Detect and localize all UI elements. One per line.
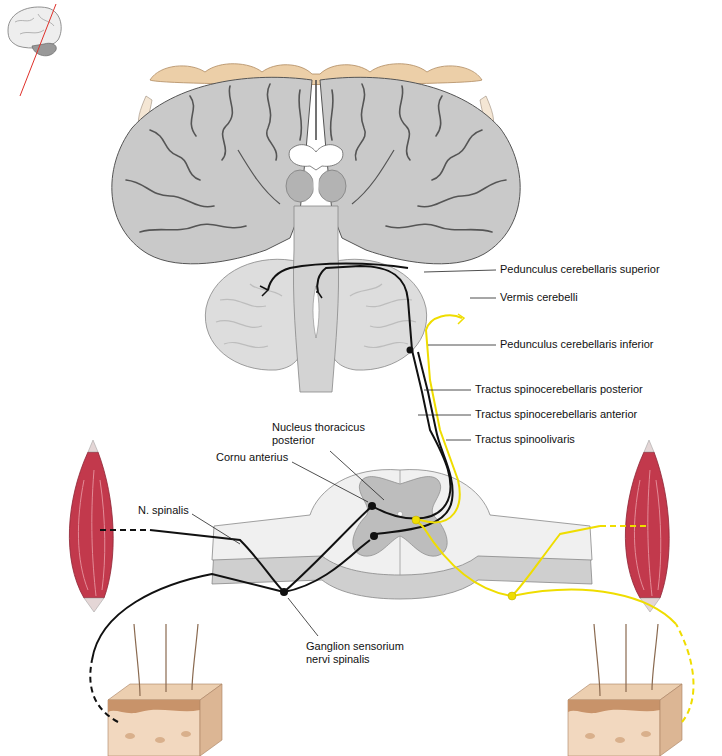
muscle — [84, 440, 104, 612]
yellow-pathway — [512, 526, 600, 596]
black-pathway-dots — [368, 502, 376, 510]
black-pathway — [100, 529, 150, 531]
part-label: Nucleus thoracicus posterior — [272, 421, 378, 447]
yellow-pathway — [512, 590, 676, 624]
part-label: Tractus spinoolivaris — [475, 433, 575, 446]
part-label: Ganglion sensorium nervi spinalis — [306, 640, 418, 666]
skin-block — [155, 737, 165, 743]
leader-line — [330, 451, 384, 500]
muscle — [78, 470, 104, 596]
cerebellum — [293, 206, 338, 392]
orientation-icon — [32, 43, 56, 56]
black-pathway — [317, 266, 412, 350]
part-label: N. spinalis — [138, 504, 189, 517]
cerebrum — [112, 77, 312, 264]
part-label: Tractus spinocerebellaris posterior — [475, 383, 643, 396]
yellow-pathway-dots — [508, 592, 516, 600]
cerebrum — [289, 145, 343, 170]
muscle — [69, 452, 113, 598]
skin-block — [108, 624, 222, 756]
black-pathway-dots — [407, 347, 414, 354]
yellow-pathway — [458, 314, 464, 324]
cerebrum — [318, 170, 346, 202]
part-label: Vermis cerebelli — [500, 291, 578, 304]
skin-block — [134, 624, 198, 696]
cerebrum — [126, 84, 302, 232]
leader-line — [446, 440, 471, 441]
spinal-cord — [400, 470, 401, 575]
orientation-icon — [20, 4, 56, 96]
yellow-pathway — [676, 624, 693, 722]
leader-line — [424, 270, 496, 272]
skin-block — [200, 684, 222, 756]
part-label: Cornu anterius — [216, 451, 288, 464]
muscle — [69, 440, 669, 612]
black-pathway — [92, 574, 284, 660]
cerebrum — [286, 170, 314, 202]
skin-block — [108, 700, 200, 756]
cerebellum — [216, 284, 416, 348]
spinal-cord — [212, 470, 592, 575]
yellow-pathway — [600, 525, 646, 527]
leader-line — [428, 345, 496, 346]
black-pathway — [90, 660, 118, 722]
black-pathway-dots — [280, 588, 288, 596]
black-pathway — [372, 350, 451, 519]
black-pathway-dots — [280, 347, 414, 597]
cerebellum — [205, 206, 426, 392]
black-pathway-dots — [370, 532, 378, 540]
skin-block — [108, 700, 200, 713]
cerebrum — [238, 150, 280, 204]
black-pathway — [376, 352, 453, 534]
muscle — [634, 470, 660, 596]
skin-block — [181, 731, 191, 737]
orientation-icon — [8, 7, 61, 48]
orientation-icon — [8, 4, 61, 96]
yellow-pathway — [420, 315, 462, 522]
black-pathway — [268, 264, 408, 291]
part-label: Pedunculus cerebellaris inferior — [500, 338, 653, 351]
leader-line — [424, 390, 471, 391]
yellow-pathway — [416, 520, 512, 596]
cerebrum — [320, 77, 520, 264]
cerebellum — [205, 259, 304, 370]
leader-line — [288, 598, 318, 636]
yellow-pathway-dots — [412, 516, 420, 524]
leader-line — [192, 270, 496, 636]
black-pathway — [284, 540, 370, 592]
black-pathway — [90, 264, 452, 723]
black-pathway — [150, 530, 284, 592]
yellow-pathway — [416, 314, 693, 722]
part-label: Pedunculus cerebellaris superior — [500, 263, 660, 276]
cerebrum — [112, 77, 312, 264]
cerebrum — [313, 172, 319, 204]
leader-line — [192, 514, 240, 544]
black-pathway — [260, 286, 322, 298]
spinal-cord — [212, 470, 592, 599]
leader-line — [470, 298, 496, 299]
leader-line — [418, 415, 471, 416]
cerebellum — [313, 286, 319, 338]
black-pathway — [284, 508, 370, 592]
leader-line — [292, 462, 368, 502]
illustration — [568, 624, 682, 756]
yellow-pathway-dots — [412, 516, 516, 600]
cerebrum — [315, 80, 317, 140]
skin-block — [125, 733, 135, 739]
part-label: Tractus spinocerebellaris anterior — [475, 408, 637, 421]
